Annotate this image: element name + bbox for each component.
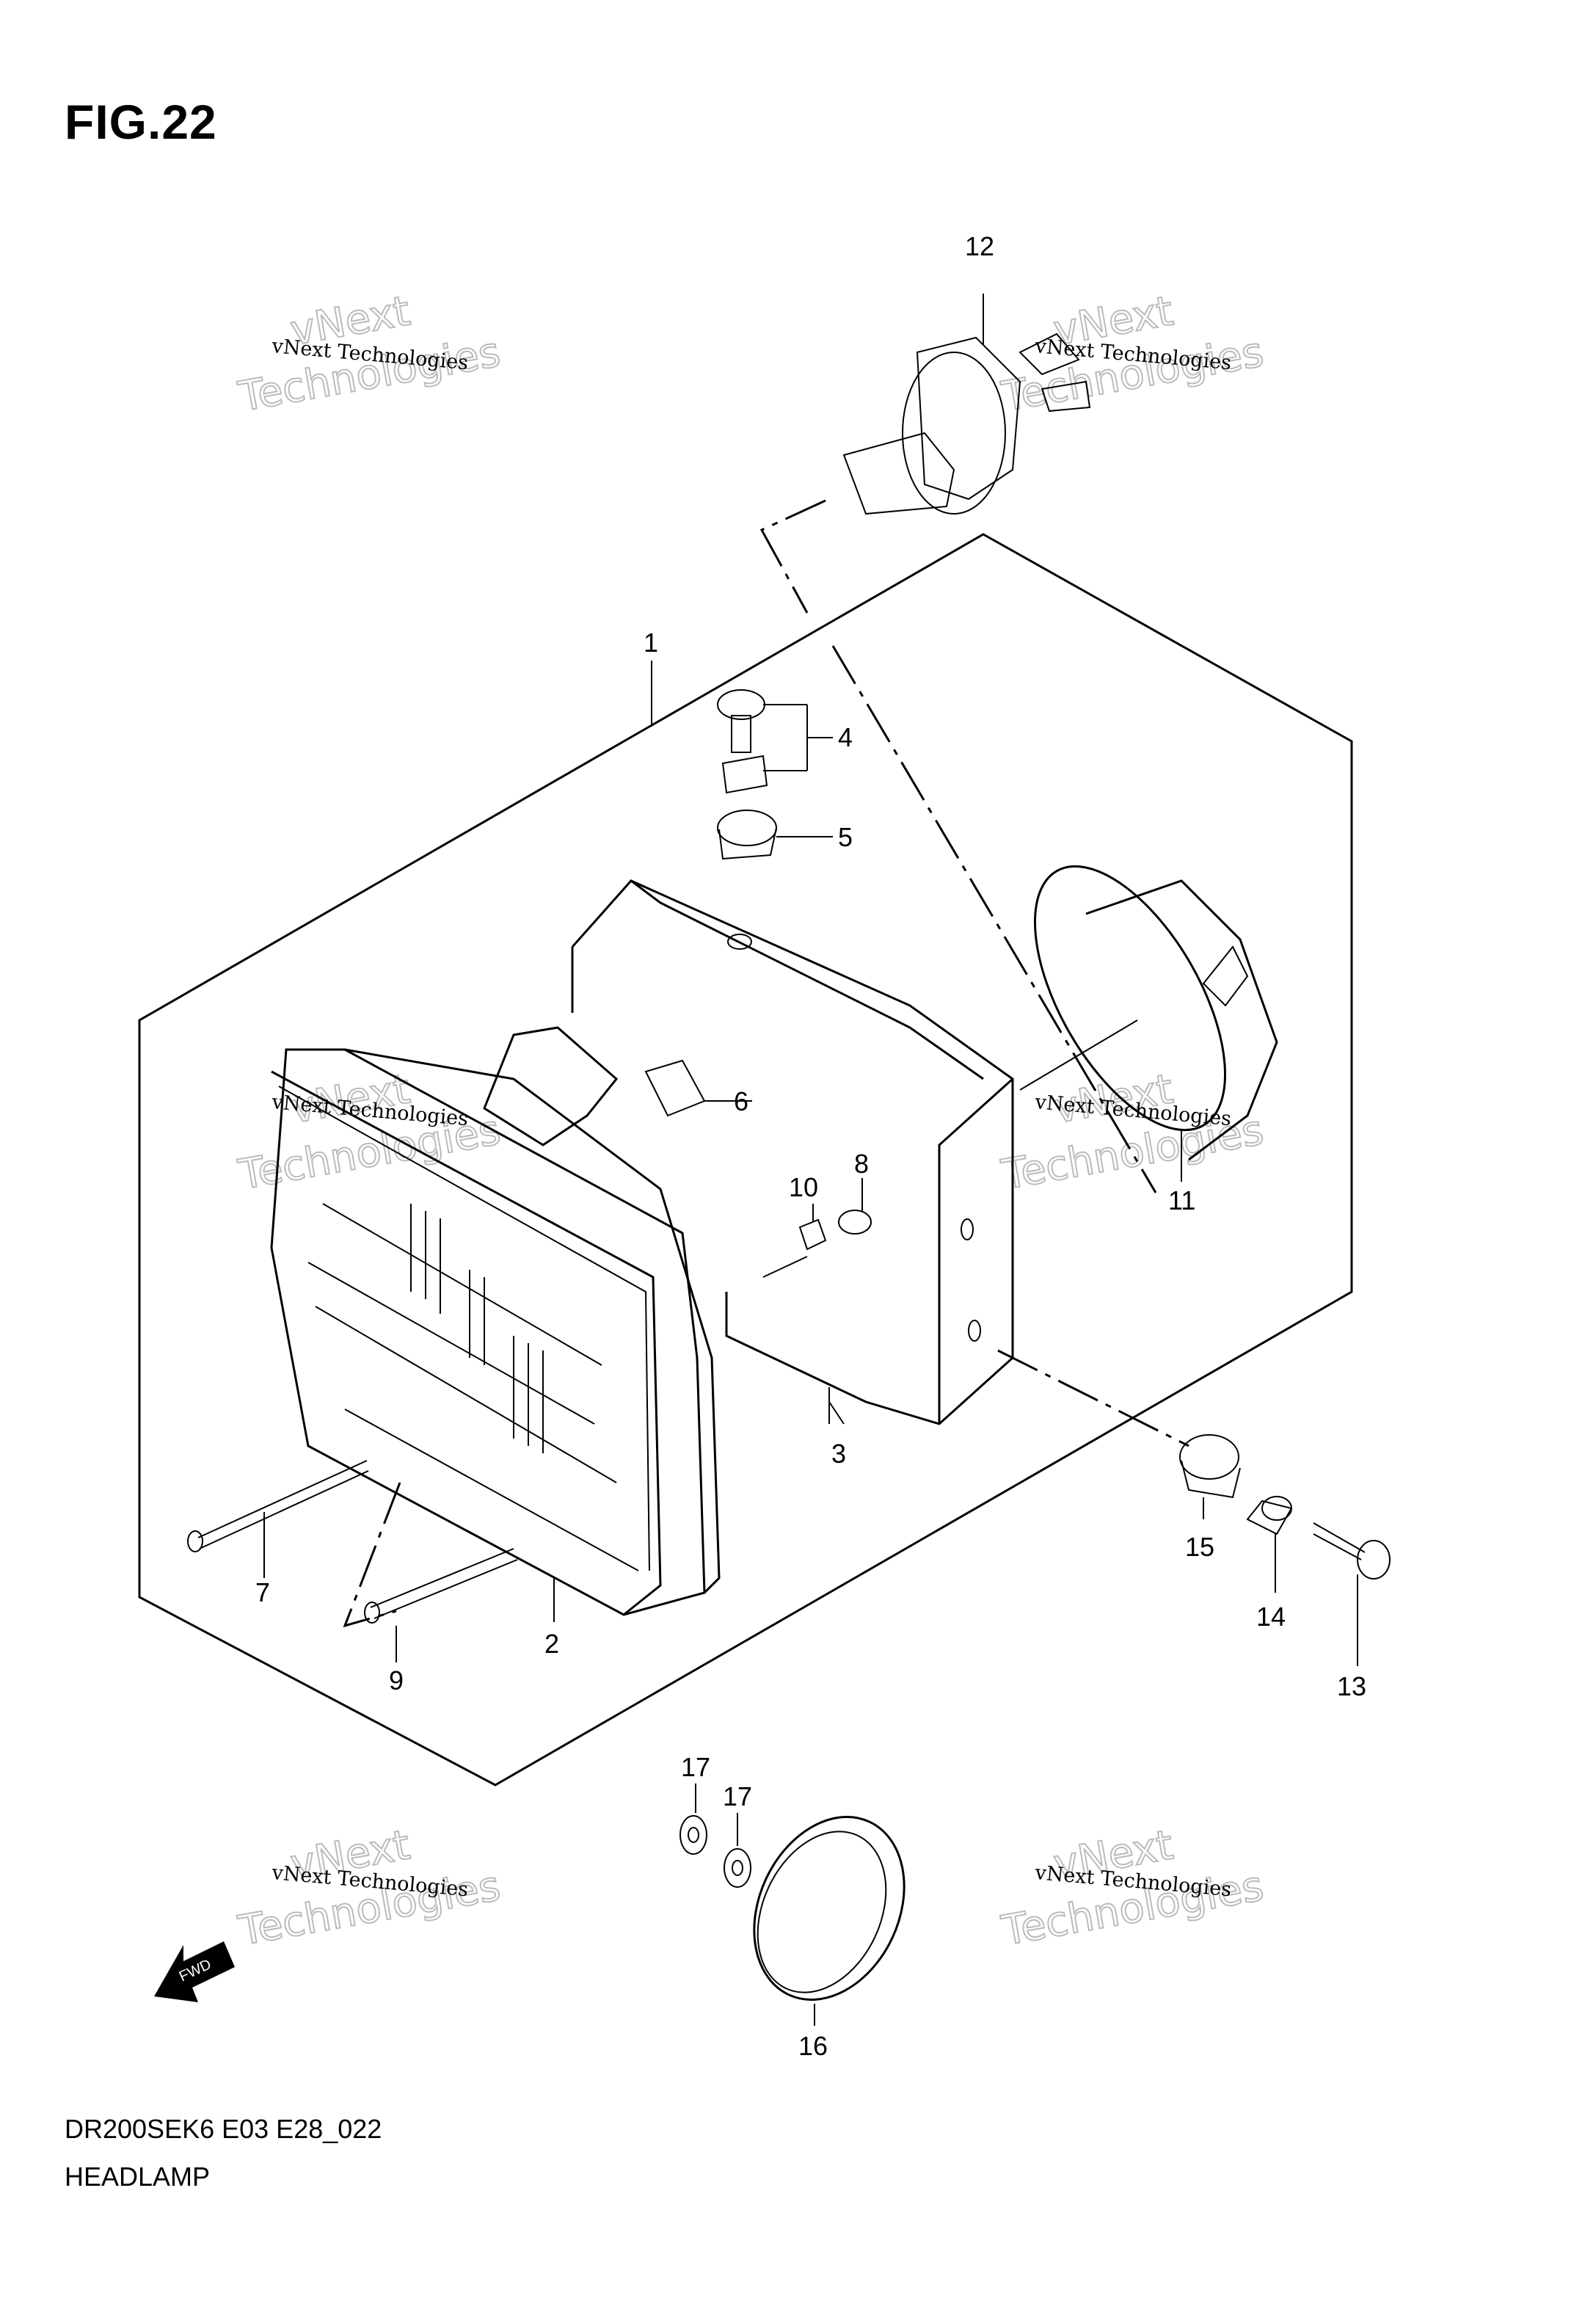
washer (679, 1784, 707, 1855)
callout-4: 4 (838, 722, 853, 752)
part-3-leader (828, 1401, 845, 1425)
assembly-outline (138, 533, 1353, 1786)
callout-9: 9 (389, 1665, 404, 1695)
callout-8: 8 (854, 1149, 869, 1179)
callout-10: 10 (789, 1172, 818, 1202)
watermark-middle-left: Technologies vNext vNext Technologies (234, 1064, 505, 1200)
bolt-leader-line (997, 1349, 1189, 1447)
adjusting-spring (364, 1548, 555, 1662)
callout-1: 1 (644, 628, 658, 658)
callout-6: 6 (734, 1086, 748, 1116)
screw-and-collar (717, 689, 833, 794)
callout-13: 13 (1337, 1671, 1366, 1701)
callout-11: 11 (1168, 1185, 1195, 1215)
washer (724, 1813, 751, 1888)
figure-title: FIG.22 (65, 95, 217, 149)
fwd-arrow: FWD (154, 1941, 235, 2002)
figure-name: HEADLAMP (65, 2162, 211, 2192)
callout-15: 15 (1185, 1532, 1214, 1562)
collar (1246, 1496, 1293, 1593)
callout-5: 5 (838, 822, 853, 852)
callout-12: 12 (965, 231, 994, 261)
headlamp-housing (571, 879, 1014, 1425)
headlamp-bulb (842, 294, 1091, 515)
adjuster-leader-line (343, 1482, 401, 1628)
callout-17b: 17 (723, 1781, 752, 1811)
adjusting-screw (187, 1460, 369, 1578)
watermark-bottom-right: Technologies vNext vNext Technologies (997, 1820, 1268, 1956)
socket-leader-line (831, 645, 1157, 1193)
callout-3: 3 (831, 1439, 846, 1469)
callout-14: 14 (1256, 1602, 1286, 1632)
adjuster-nut (762, 1204, 827, 1278)
watermark-top-right: Technologies vNext vNext Technologies (997, 286, 1268, 422)
reflector (753, 1816, 906, 2026)
callout-2: 2 (544, 1629, 559, 1659)
watermark-bottom-left: Technologies vNext vNext Technologies (234, 1820, 505, 1956)
model-code: DR200SEK6 E03 E28_022 (65, 2114, 382, 2144)
socket-cover (1019, 865, 1278, 1182)
mounting-bracket (483, 1026, 752, 1146)
callout-7: 7 (255, 1577, 270, 1607)
spacer (838, 1178, 872, 1235)
callout-17a: 17 (681, 1752, 710, 1782)
cushion (1179, 1434, 1241, 1519)
grommet (717, 810, 833, 860)
headlamp-lens-unit (270, 1048, 721, 1616)
callout-16: 16 (798, 2031, 828, 2061)
callout-labels: 1 2 3 4 5 6 7 8 9 10 11 12 13 14 15 16 1… (255, 231, 1366, 2061)
bulb-leader-line (759, 499, 826, 614)
watermark-top-left: Technologies vNext vNext Technologies (234, 286, 505, 422)
bolt (1313, 1522, 1391, 1666)
